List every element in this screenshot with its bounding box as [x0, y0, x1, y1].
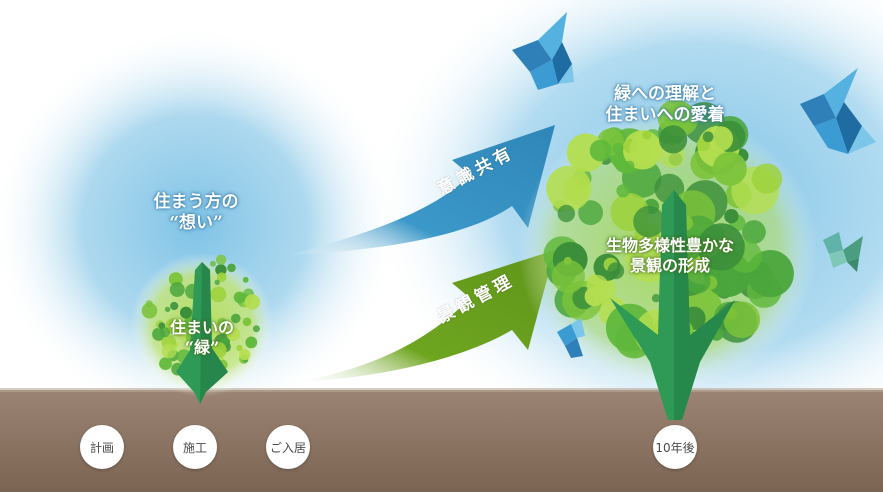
butterfly-icon	[823, 232, 863, 272]
foliage-dot	[231, 313, 241, 324]
foliage-dot	[244, 294, 261, 310]
foliage-dot	[214, 279, 220, 285]
understanding-line1: 緑への理解と	[614, 84, 716, 104]
foliage-dot	[209, 260, 216, 267]
residents-thoughts-label: 住まう方の “想い”	[136, 192, 256, 234]
foliage-dot	[612, 143, 624, 155]
foliage-dot	[210, 286, 227, 303]
ground-top-edge	[0, 388, 883, 392]
ground	[0, 390, 883, 492]
foliage-dot	[216, 272, 227, 283]
foliage-dot	[219, 326, 229, 336]
foliage-dot	[697, 223, 745, 271]
arrow-upper	[290, 125, 555, 255]
foliage-dot	[629, 132, 663, 166]
stage-planning: 計画	[80, 425, 124, 469]
foliage-dot	[170, 301, 179, 311]
foliage-dot	[702, 131, 714, 143]
biodiversity-label: 生物多様性豊かな 景観の形成	[584, 236, 756, 276]
stage-construction: 施工	[173, 425, 217, 469]
foliage-dot	[239, 349, 251, 361]
foliage-dot	[242, 276, 249, 283]
foliage-dot	[215, 254, 227, 265]
bird-icon-right	[800, 68, 876, 154]
big-tree	[518, 99, 818, 420]
small-tree-trunk-shade	[200, 262, 228, 404]
foliage-dot	[685, 268, 711, 294]
understanding-line2: 住まいへの愛着	[605, 105, 725, 125]
foliage-dot	[724, 209, 739, 224]
foliage-dot	[712, 151, 747, 186]
home-green-label: 住まいの “緑”	[150, 318, 254, 358]
foliage-dot	[642, 130, 652, 140]
foliage-dot	[242, 317, 252, 327]
foliage-dot	[589, 139, 612, 162]
home-green-line1: 住まいの	[169, 318, 234, 337]
stage-move-in: ご入居	[266, 425, 310, 469]
foliage-dot	[707, 126, 734, 152]
foliage-dot	[161, 343, 177, 359]
foliage-dot	[236, 344, 243, 352]
foliage-dot	[227, 263, 236, 273]
foliage-dot	[551, 259, 586, 294]
foliage-dot	[215, 264, 227, 276]
bird-icon	[512, 12, 574, 90]
biodiversity-line2: 景観の形成	[629, 256, 710, 275]
foliage-dot	[252, 325, 260, 333]
foliage-dot	[169, 282, 185, 297]
foliage-dot	[616, 184, 630, 198]
foliage-dot	[180, 306, 192, 319]
foliage-dot	[659, 125, 688, 154]
small-tree	[130, 253, 274, 404]
foliage-dot	[233, 291, 246, 304]
stage-ten-years: 10年後	[653, 425, 697, 469]
home-green-line2: “緑”	[184, 338, 220, 357]
foliage-dot	[159, 327, 171, 338]
sky-glow-left	[0, 25, 400, 425]
big-tree-trunk-shade	[674, 190, 735, 420]
big-tree-trunk	[610, 190, 735, 420]
foliage-dot	[245, 336, 258, 349]
foliage-dot	[742, 220, 766, 244]
foliage-dot	[578, 200, 603, 226]
arrow-lower	[295, 250, 555, 382]
foliage-dot	[141, 302, 158, 319]
foliage-dot	[633, 205, 665, 238]
foliage-dot	[751, 163, 783, 194]
small-bird-icon	[557, 318, 585, 358]
foliage-dot	[178, 332, 186, 340]
foliage-dot	[651, 294, 661, 303]
foliage-dot	[657, 99, 695, 136]
foliage-dot	[586, 274, 609, 297]
foliage-dot	[546, 165, 592, 211]
foliage-dot	[217, 317, 227, 328]
residents-thoughts-line1: 住まう方の	[153, 192, 239, 212]
biodiversity-line1: 生物多様性豊かな	[605, 236, 734, 255]
foliage-dot	[624, 160, 635, 171]
foliage-dot	[159, 357, 172, 370]
foliage-dot	[164, 306, 171, 313]
foliage-dot	[607, 262, 625, 280]
residents-thoughts-line2: “想い”	[169, 213, 223, 233]
foliage-dot	[557, 204, 575, 223]
foliage-dot	[226, 327, 241, 342]
understanding-label: 緑への理解と 住まいへの愛着	[590, 84, 740, 126]
